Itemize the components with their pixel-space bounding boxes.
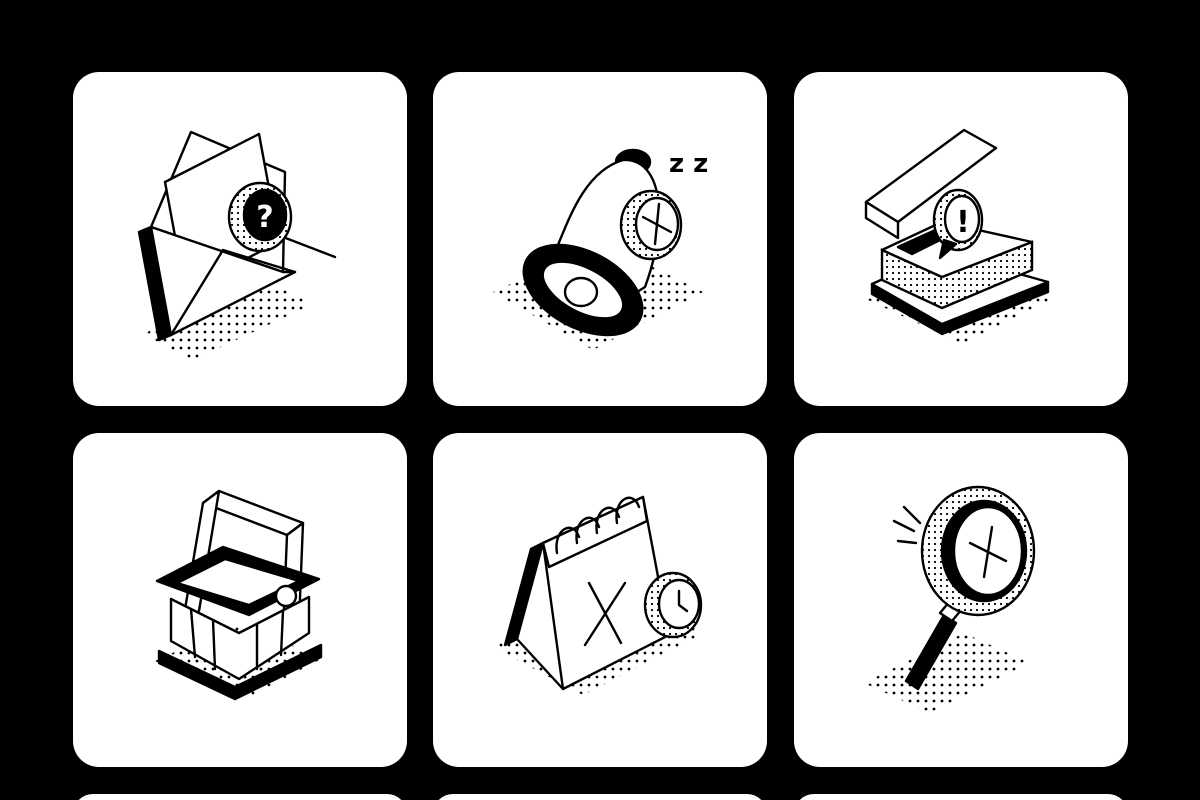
basket-bottom-edge	[157, 643, 323, 701]
magnifier-lens	[242, 188, 288, 242]
desk-calendar-clock-icon	[493, 495, 705, 695]
question-mark: ?	[256, 200, 273, 235]
basket-hinge	[274, 584, 298, 608]
box-lid-edge	[864, 200, 900, 240]
magnifier-shadow	[864, 633, 1030, 713]
magnifier-no-results-icon	[864, 485, 1036, 713]
clock-hands	[677, 589, 689, 613]
alert-bubble	[943, 194, 981, 244]
tile-envelope-search[interactable]: ?	[73, 72, 407, 406]
magnifier-handle	[281, 235, 337, 259]
tile-magnifier[interactable]	[794, 433, 1128, 767]
envelope-search-question-icon: ?	[137, 130, 337, 360]
calendar-header	[541, 495, 649, 569]
bell-clapper	[563, 276, 599, 308]
tile-open-box-alert[interactable]: !	[794, 72, 1128, 406]
tile-row3-col1[interactable]	[73, 794, 407, 800]
basket-opening	[175, 557, 301, 607]
bell-snooze-cancel-icon: z z	[493, 148, 708, 350]
exclamation-mark: !	[956, 205, 970, 240]
shine-line	[902, 505, 922, 525]
snooze-z: z z	[669, 149, 708, 179]
tile-bell-snooze[interactable]: z z	[433, 72, 767, 406]
tile-row3-col3[interactable]	[794, 794, 1128, 800]
shopping-basket-icon	[155, 489, 325, 701]
envelope-shadow	[143, 280, 313, 360]
calendar-rings	[555, 496, 641, 555]
envelope-fold	[169, 248, 297, 337]
shine-line	[896, 539, 918, 545]
magnifier-handle	[904, 613, 958, 691]
alert-bubble-tail	[938, 238, 958, 260]
basket-body	[169, 595, 311, 681]
tile-shopping-basket[interactable]	[73, 433, 407, 767]
shine-line	[892, 519, 916, 533]
tile-row3-col2[interactable]	[433, 794, 767, 800]
tile-desk-calendar[interactable]	[433, 433, 767, 767]
open-box-alert-icon: !	[864, 128, 1054, 344]
